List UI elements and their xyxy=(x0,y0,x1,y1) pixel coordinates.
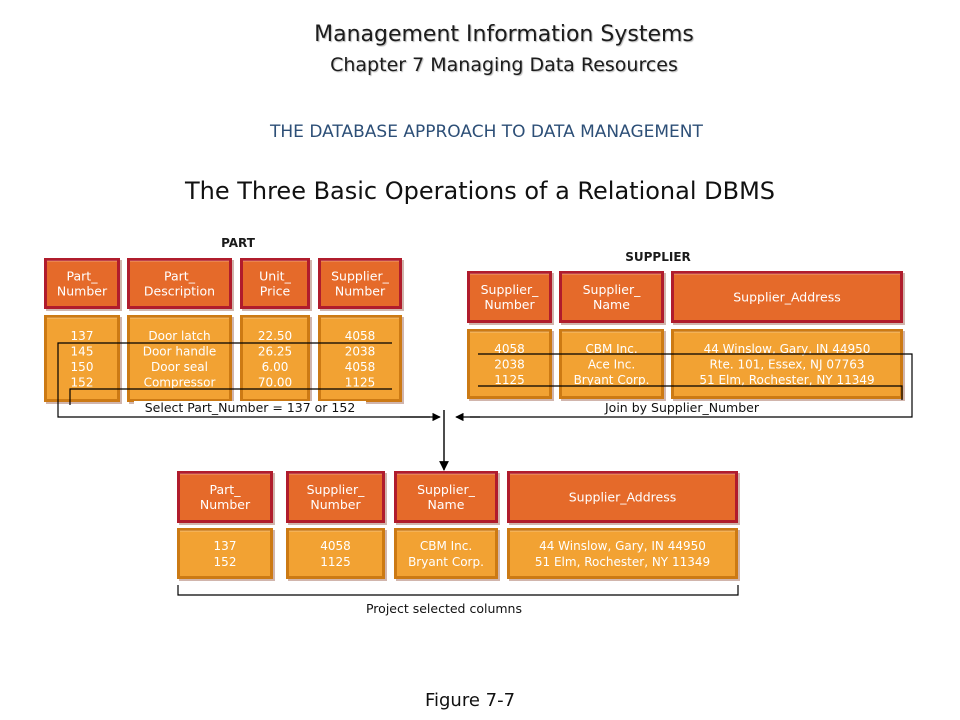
supplier-table-name: SUPPLIER xyxy=(625,250,691,264)
part-data-cell-1-face xyxy=(130,318,229,399)
join-label-bg xyxy=(596,401,768,415)
part-value-3-2: 4058 xyxy=(345,360,376,374)
part-value-0-3: 152 xyxy=(71,375,94,389)
part-header-cell-2-face xyxy=(243,261,307,306)
supplier-header-text-0-0: Supplier_ xyxy=(481,282,540,297)
supplier-value-1-1: Ace Inc. xyxy=(588,358,635,372)
part-value-3-1: 2038 xyxy=(345,344,376,358)
result-header-cell-0-face xyxy=(180,474,270,520)
result-header-text-2-1: Name xyxy=(428,497,465,512)
part-value-1-1: Door handle xyxy=(143,344,217,358)
result-data-cell-0-face xyxy=(180,531,270,576)
result-value-2-0: CBM Inc. xyxy=(420,539,472,553)
supplier-value-2-2: 51 Elm, Rochester, NY 11349 xyxy=(699,373,874,387)
supplier-value-0-0: 4058 xyxy=(494,342,525,356)
result-header-cell-1-face xyxy=(289,474,382,520)
result-data-cell-1-face xyxy=(289,531,382,576)
part-header-cell-3-face xyxy=(321,261,399,306)
result-value-3-1: 51 Elm, Rochester, NY 11349 xyxy=(535,555,710,569)
course-title: Management Information Systems xyxy=(314,22,694,47)
result-data-cell-3-face xyxy=(510,531,735,576)
part-value-0-0: 137 xyxy=(71,329,94,343)
part-header-text-0-0: Part_ xyxy=(67,269,99,284)
join-bracket-4058 xyxy=(470,353,913,418)
result-header-text-3-0: Supplier_Address xyxy=(569,490,677,505)
result-data-cell-2-face xyxy=(397,531,495,576)
result-value-0-0: 137 xyxy=(214,539,237,553)
result-value-1-1: 1125 xyxy=(320,555,351,569)
supplier-header-text-1-1: Name xyxy=(593,297,630,312)
supplier-value-2-1: Rte. 101, Essex, NJ 07763 xyxy=(709,358,864,372)
supplier-header-cell-0-face xyxy=(470,274,549,320)
part-data-cell-2-face xyxy=(243,318,307,399)
result-value-1-0: 4058 xyxy=(320,539,351,553)
join-bracket-1125 xyxy=(478,385,903,400)
join-label: Join by Supplier_Number xyxy=(604,400,760,415)
supplier-value-2-0: 44 Winslow, Gary, IN 44950 xyxy=(704,342,871,356)
part-header-text-3-1: Number xyxy=(335,284,386,299)
part-header-cell-0-face xyxy=(47,261,117,306)
supplier-header-text-2-0: Supplier_Address xyxy=(733,290,841,305)
chapter-title: Chapter 7 Managing Data Resources xyxy=(330,54,678,76)
part-header-text-2-1: Price xyxy=(260,284,291,299)
part-value-2-0: 22.50 xyxy=(258,329,292,343)
supplier-value-1-2: Bryant Corp. xyxy=(574,373,650,387)
result-header-cell-2-face xyxy=(397,474,495,520)
supplier-data-cell-1-face xyxy=(562,332,661,396)
result-header-text-1-1: Number xyxy=(310,497,361,512)
part-header-text-3-0: Supplier_ xyxy=(331,269,390,284)
part-value-3-0: 4058 xyxy=(345,329,376,343)
result-value-3-0: 44 Winslow, Gary, IN 44950 xyxy=(539,539,706,553)
part-value-1-2: Door seal xyxy=(151,360,208,374)
supplier-value-0-2: 1125 xyxy=(494,373,525,387)
select-label-bg xyxy=(134,401,366,415)
supplier-data-cell-2-face xyxy=(674,332,900,396)
select-label: Select Part_Number = 137 or 152 xyxy=(145,400,356,415)
part-value-2-3: 70.00 xyxy=(258,375,292,389)
result-header-text-0-0: Part_ xyxy=(210,482,242,497)
part-header-cell-1-face xyxy=(130,261,229,306)
supplier-value-1-0: CBM Inc. xyxy=(585,342,637,356)
part-value-0-1: 145 xyxy=(71,344,94,358)
part-value-0-2: 150 xyxy=(71,360,94,374)
supplier-header-cell-2-face xyxy=(674,274,900,320)
part-header-text-1-0: Part_ xyxy=(164,269,196,284)
part-value-2-1: 26.25 xyxy=(258,344,292,358)
part-header-text-2-0: Unit_ xyxy=(259,269,291,284)
part-data-cell-3-face xyxy=(321,318,399,399)
part-value-1-0: Door latch xyxy=(148,329,210,343)
project-label: Project selected columns xyxy=(366,601,522,616)
supplier-header-text-0-1: Number xyxy=(484,297,535,312)
supplier-header-text-1-0: Supplier_ xyxy=(583,282,642,297)
supplier-value-0-1: 2038 xyxy=(494,358,525,372)
part-value-1-3: Compressor xyxy=(144,375,216,389)
supplier-header-cell-1-face xyxy=(562,274,661,320)
result-header-text-2-0: Supplier_ xyxy=(417,482,476,497)
project-bracket xyxy=(177,585,739,596)
result-value-2-1: Bryant Corp. xyxy=(408,555,484,569)
result-value-0-1: 152 xyxy=(214,555,237,569)
section-heading: THE DATABASE APPROACH TO DATA MANAGEMENT xyxy=(270,122,703,142)
select-bracket-152 xyxy=(69,388,392,405)
slide-title: The Three Basic Operations of a Relation… xyxy=(184,177,776,205)
result-header-text-0-1: Number xyxy=(200,497,251,512)
result-header-cell-3-face xyxy=(510,474,735,520)
supplier-data-cell-0-face xyxy=(470,332,549,396)
result-header-text-1-0: Supplier_ xyxy=(307,482,366,497)
part-value-3-3: 1125 xyxy=(345,375,376,389)
figure-caption: Figure 7-7 xyxy=(424,690,516,711)
part-data-cell-0-face xyxy=(47,318,117,399)
part-value-2-2: 6.00 xyxy=(262,360,289,374)
part-header-text-0-1: Number xyxy=(57,284,108,299)
part-header-text-1-1: Description xyxy=(144,284,215,299)
part-table-name: PART xyxy=(221,236,256,250)
